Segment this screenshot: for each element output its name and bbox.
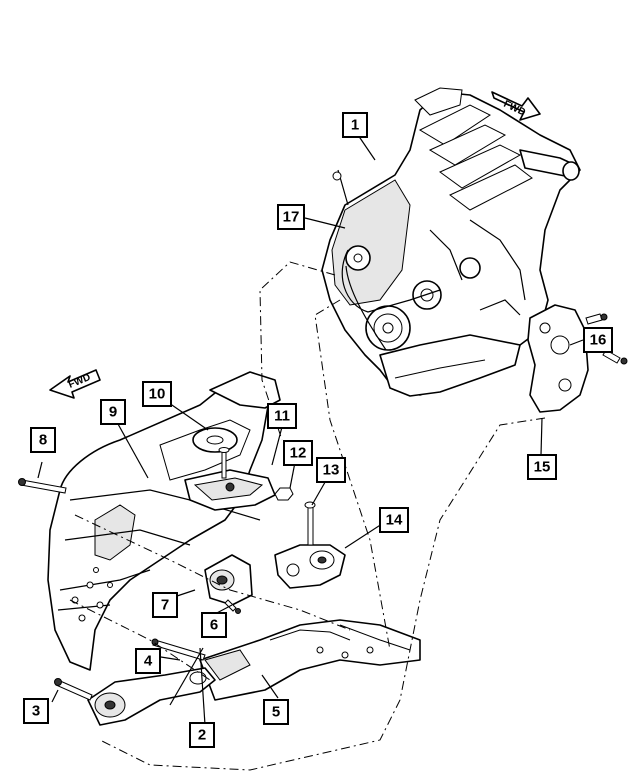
callout-17: 17 [277, 204, 305, 230]
svg-text:15: 15 [534, 459, 551, 476]
callout-12: 12 [283, 440, 313, 466]
svg-text:6: 6 [210, 617, 218, 634]
svg-text:8: 8 [39, 432, 47, 449]
front-crossmember [151, 619, 421, 701]
callout-5: 5 [263, 699, 289, 725]
engine-mount-7 [204, 554, 253, 614]
svg-text:17: 17 [283, 209, 300, 226]
callout-13: 13 [316, 457, 346, 483]
callout-16: 16 [583, 327, 613, 353]
svg-text:7: 7 [161, 597, 169, 614]
callout-10: 10 [142, 381, 172, 407]
callout-15: 15 [527, 454, 557, 480]
callout-leaders [37, 134, 584, 726]
svg-text:13: 13 [323, 462, 340, 479]
callout-14: 14 [379, 507, 409, 533]
callout-9: 9 [100, 399, 126, 425]
routing-lines [69, 261, 546, 771]
fwd-arrow-body: FWD [49, 369, 101, 399]
svg-text:14: 14 [386, 512, 403, 529]
svg-text:12: 12 [290, 445, 307, 462]
svg-text:1: 1 [351, 117, 359, 134]
svg-text:11: 11 [274, 408, 290, 425]
callout-3: 3 [23, 698, 49, 724]
callout-6: 6 [201, 612, 227, 638]
callout-11: 11 [267, 403, 297, 429]
callout-7: 7 [152, 592, 178, 618]
svg-text:3: 3 [32, 703, 40, 720]
svg-text:2: 2 [198, 727, 206, 744]
torque-strut-2 [54, 667, 216, 726]
callout-4: 4 [135, 648, 161, 674]
engine-mount-14 [274, 501, 346, 589]
svg-text:16: 16 [590, 332, 607, 349]
callout-1: 1 [342, 112, 368, 138]
engine-assembly [321, 87, 628, 413]
transmission-mount-bracket [184, 447, 294, 511]
svg-text:10: 10 [149, 386, 166, 403]
callout-8: 8 [30, 427, 56, 453]
callout-2: 2 [189, 722, 215, 748]
body-structure [47, 371, 281, 671]
svg-text:4: 4 [144, 653, 153, 670]
svg-text:5: 5 [272, 704, 280, 721]
bolt-8 [18, 478, 67, 494]
svg-text:9: 9 [109, 404, 117, 421]
